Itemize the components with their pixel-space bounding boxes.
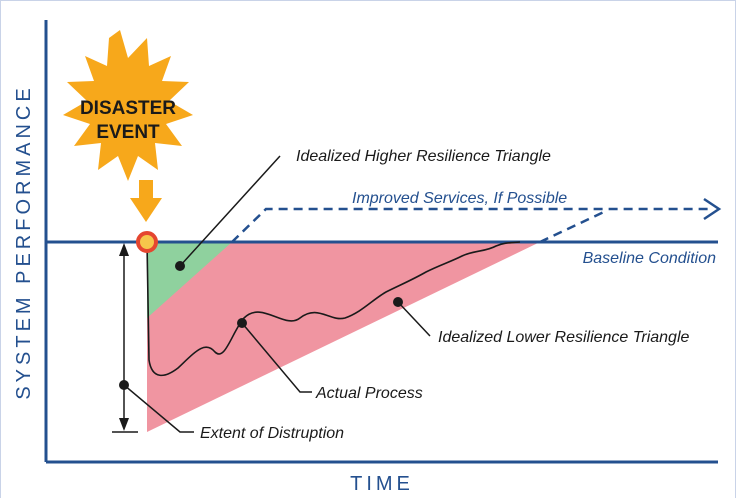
extent-dot	[119, 380, 129, 390]
higher-resilience-triangle	[147, 242, 232, 318]
higher-triangle-label: Idealized Higher Resilience Triangle	[296, 148, 551, 165]
disaster-line1: DISASTER	[80, 98, 176, 119]
disaster-burst	[63, 30, 193, 181]
improved-branch-line	[539, 209, 607, 244]
actual-process-label: Actual Process	[315, 385, 423, 402]
extent-arrow-bottom	[119, 418, 129, 431]
disaster-line2: EVENT	[96, 122, 160, 143]
improved-services-label: Improved Services, If Possible	[352, 190, 567, 207]
improved-arrowhead	[703, 197, 722, 221]
x-axis-label: TIME	[350, 473, 414, 495]
y-axis-label: SYSTEM PERFORMANCE	[13, 84, 35, 399]
actual-dot	[237, 318, 247, 328]
burst-arrow-head	[130, 198, 162, 222]
lower-resilience-triangle	[147, 242, 540, 432]
lower-triangle-label: Idealized Lower Resilience Triangle	[438, 329, 689, 346]
burst-arrow-shaft	[139, 180, 153, 200]
extent-leader	[123, 384, 194, 433]
event-marker	[136, 231, 158, 253]
lower-dot	[393, 297, 403, 307]
extent-arrow-top	[119, 243, 129, 256]
higher-dot	[175, 261, 185, 271]
lower-leader	[397, 301, 431, 337]
baseline-label: Baseline Condition	[583, 250, 717, 267]
actual-process-curve	[146, 241, 521, 377]
extent-label: Extent of Distruption	[200, 425, 344, 442]
actual-leader	[241, 322, 312, 393]
improved-services-line	[231, 207, 712, 243]
higher-leader	[179, 155, 281, 267]
